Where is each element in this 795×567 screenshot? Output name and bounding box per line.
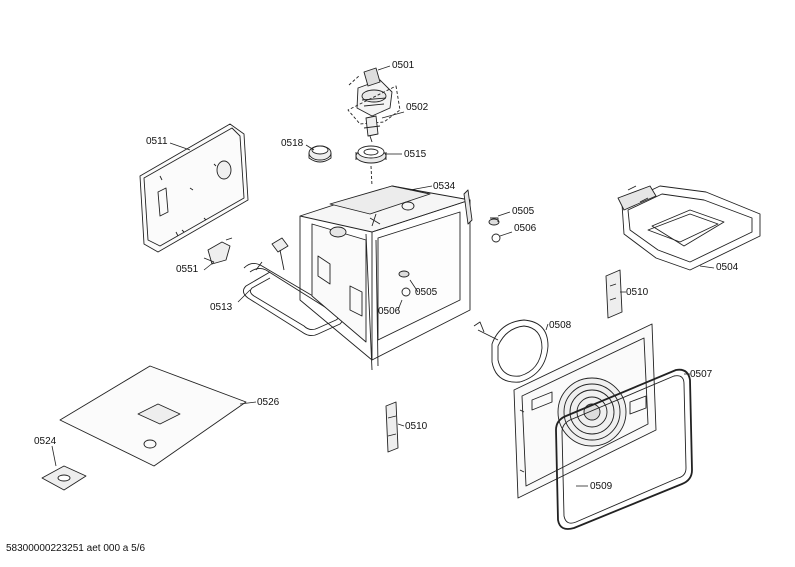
- document-footer-code: 58300000223251 aet 000 a 5/6: [6, 543, 146, 554]
- part-label-0506-lower: 0506: [378, 306, 401, 317]
- part-0515-drawing: [355, 145, 387, 164]
- part-0509-drawing: [555, 368, 693, 530]
- part-label-0509: 0509: [590, 481, 613, 492]
- part-label-0501: 0501: [392, 60, 415, 71]
- part-0513-drawing: [243, 237, 344, 337]
- part-label-0534: 0534: [433, 181, 456, 192]
- part-label-0510-lower: 0510: [405, 421, 428, 432]
- part-label-0524: 0524: [34, 436, 57, 447]
- part-0510b-drawing: [385, 401, 399, 453]
- part-0518-drawing: [308, 145, 332, 163]
- leader-lines: [51, 65, 715, 487]
- part-label-0551: 0551: [176, 264, 199, 275]
- part-0508-drawing: [473, 319, 549, 383]
- part-0507-drawing: [513, 323, 657, 499]
- part-label-0518: 0518: [281, 138, 304, 149]
- part-0510a-drawing: [605, 269, 623, 319]
- part-0502-drawing: [363, 115, 381, 143]
- part-label-0515: 0515: [404, 149, 427, 160]
- part-0505a-drawing: [488, 217, 500, 226]
- part-label-0508: 0508: [549, 320, 572, 331]
- part-label-0526: 0526: [257, 397, 280, 408]
- part-0506a-drawing: [491, 233, 501, 243]
- part-label-0507: 0507: [690, 369, 713, 380]
- part-label-0505-lower: 0505: [415, 287, 438, 298]
- part-0504-drawing: [617, 185, 761, 271]
- part-0534-drawing: [299, 185, 473, 371]
- part-label-0506-upper: 0506: [514, 223, 537, 234]
- part-0524-drawing: [41, 465, 87, 491]
- part-label-0505-upper: 0505: [512, 206, 535, 217]
- part-label-0504: 0504: [716, 262, 739, 273]
- part-label-0502: 0502: [406, 102, 429, 113]
- part-label-0511: 0511: [146, 136, 168, 147]
- part-0511-drawing: [139, 123, 249, 253]
- part-0501-drawing: [347, 67, 401, 125]
- part-0505b-drawing: [398, 270, 410, 278]
- part-0551-drawing: [203, 237, 233, 265]
- part-label-0513: 0513: [210, 302, 233, 313]
- part-0526-drawing: [59, 365, 247, 467]
- part-0506b-drawing: [401, 287, 411, 297]
- part-label-0510-upper: 0510: [626, 287, 649, 298]
